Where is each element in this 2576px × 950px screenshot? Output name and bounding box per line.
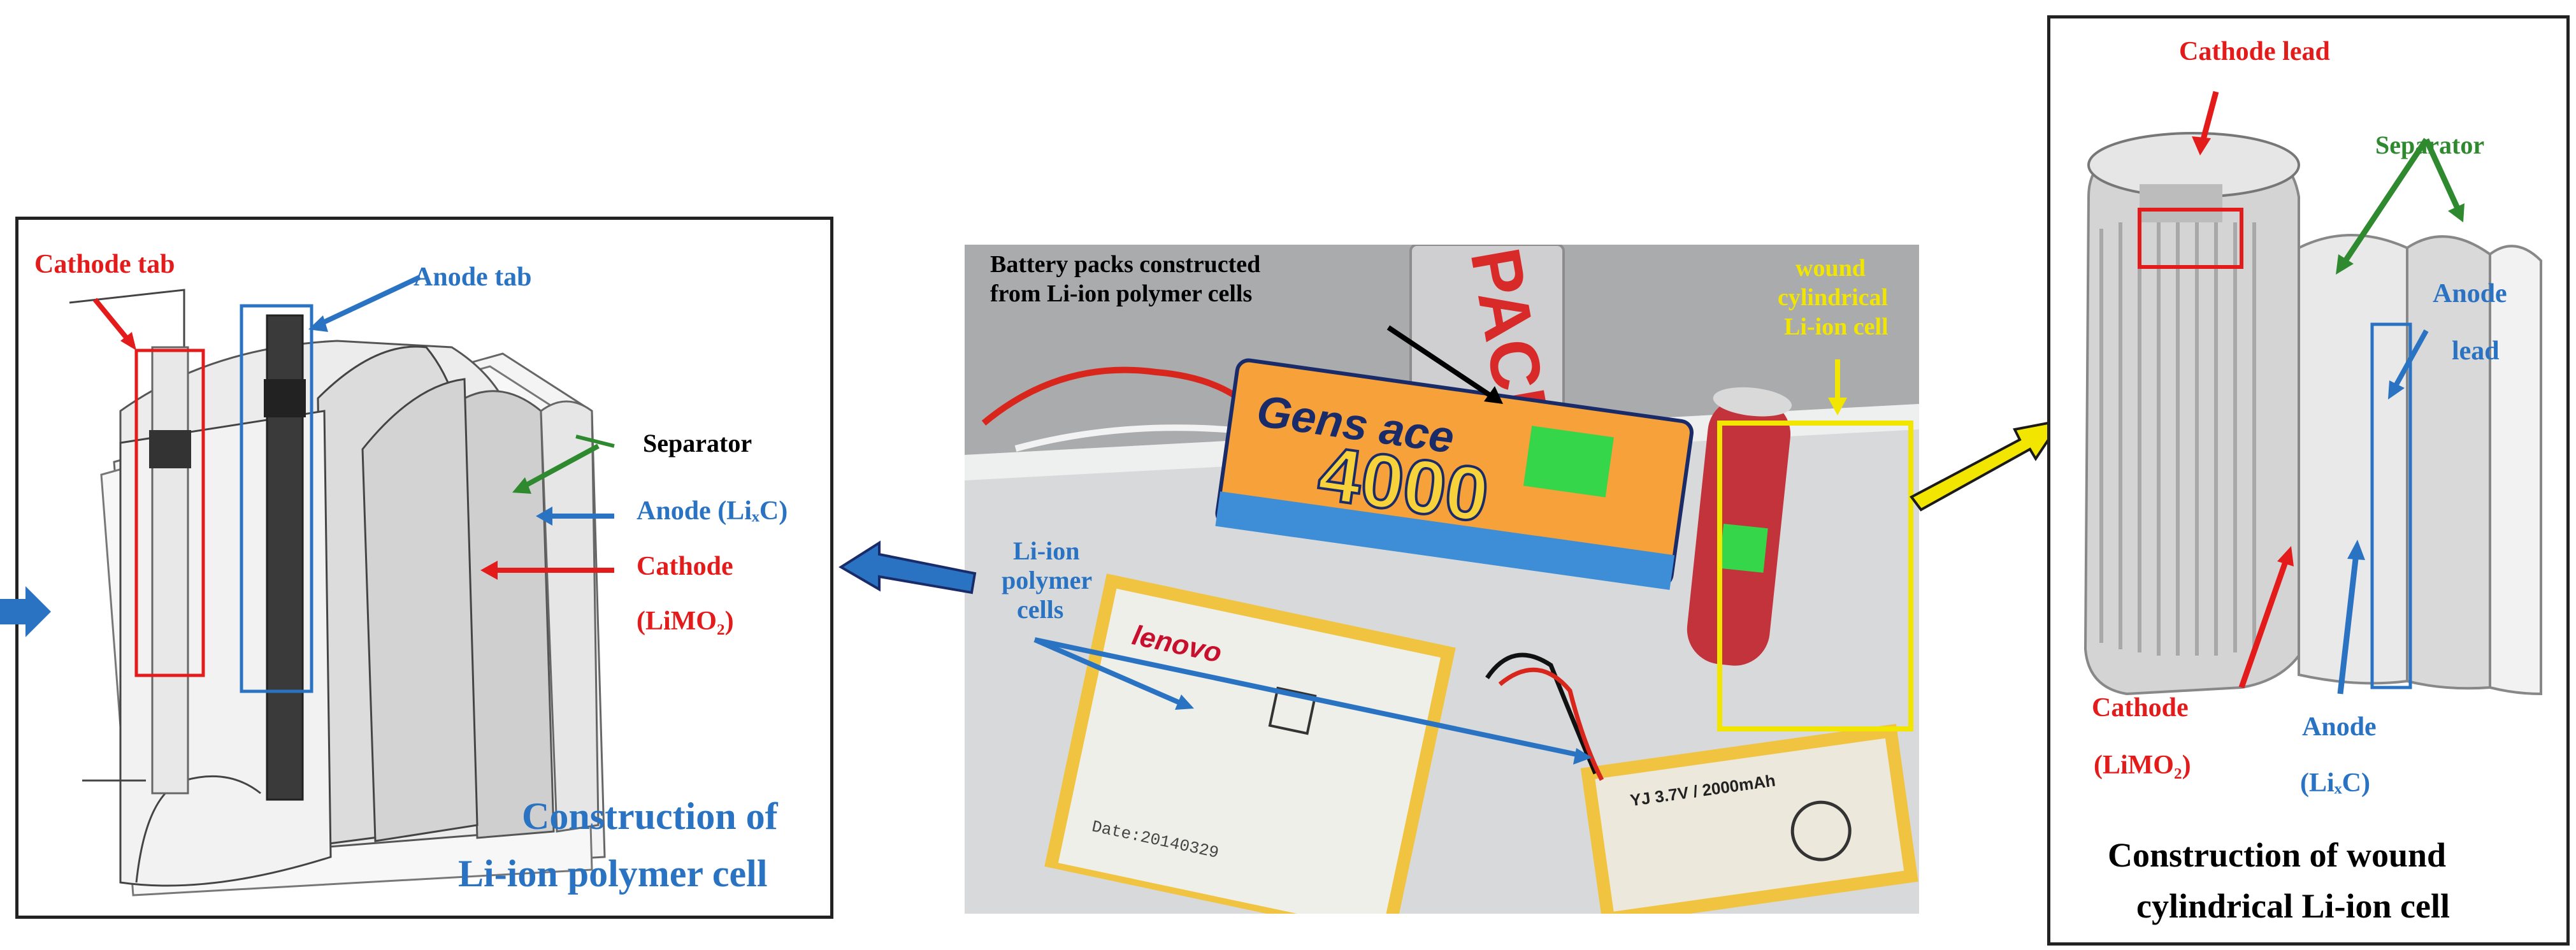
anode-tab-label: Anode tab	[414, 263, 532, 292]
polymer-cell-illustration	[69, 275, 615, 896]
panel-title-line2: Li-ion polymer cell	[458, 853, 768, 895]
battery-photo-scene: PACE Gens ace 4000 lenovo Date:20140329 …	[965, 245, 1919, 914]
wound-caption-line2: cylindrical	[1778, 284, 1889, 311]
right-anode-formula: (LiₓC)	[2300, 768, 2371, 798]
anode-label: Anode (LiₓC)	[637, 496, 788, 526]
panel-title-line1: Construction of	[522, 795, 778, 837]
separator-label: Separator	[643, 429, 752, 457]
cathode-lead-label: Cathode lead	[2179, 37, 2330, 66]
cathode-formula-label: (LiMO₂)	[637, 607, 734, 636]
packs-caption-line1: Battery packs constructed	[990, 251, 1261, 278]
wound-caption-line3: Li-ion cell	[1784, 313, 1889, 340]
polymer-cell-panel: Cathode tab Anode tab Separator Anode (L…	[15, 217, 833, 919]
cells-caption-line3: cells	[1017, 595, 1064, 624]
anode-lead-label-line1: Anode	[2433, 279, 2507, 308]
right-panel-title-line2: cylindrical Li-ion cell	[2136, 887, 2450, 925]
cells-caption-line1: Li-ion	[1013, 536, 1080, 565]
right-panel-title-line1: Construction of wound	[2108, 836, 2447, 874]
cathode-label: Cathode	[637, 552, 733, 581]
cathode-tab-label: Cathode tab	[34, 250, 175, 279]
left-pointing-arrow	[838, 540, 977, 594]
right-cathode-formula: (LiMO₂)	[2094, 751, 2191, 780]
left-edge-arrow	[0, 586, 51, 637]
right-anode-label: Anode	[2302, 712, 2377, 742]
right-separator-label: Separator	[2375, 131, 2485, 159]
packs-caption-line2: from Li-ion polymer cells	[990, 280, 1253, 307]
right-cathode-label: Cathode	[2092, 693, 2189, 723]
cells-caption-line2: polymer	[1002, 566, 1093, 594]
right-pointing-arrow	[1909, 419, 2064, 512]
wound-cell-illustration	[2083, 90, 2542, 696]
wound-caption-line1: wound	[1795, 255, 1866, 282]
anode-lead-label-line2: lead	[2452, 336, 2500, 366]
wound-cell-panel: Cathode lead Separator Anode lead Cathod…	[2047, 15, 2570, 946]
battery-photo: PACE Gens ace 4000 lenovo Date:20140329 …	[965, 245, 1919, 914]
